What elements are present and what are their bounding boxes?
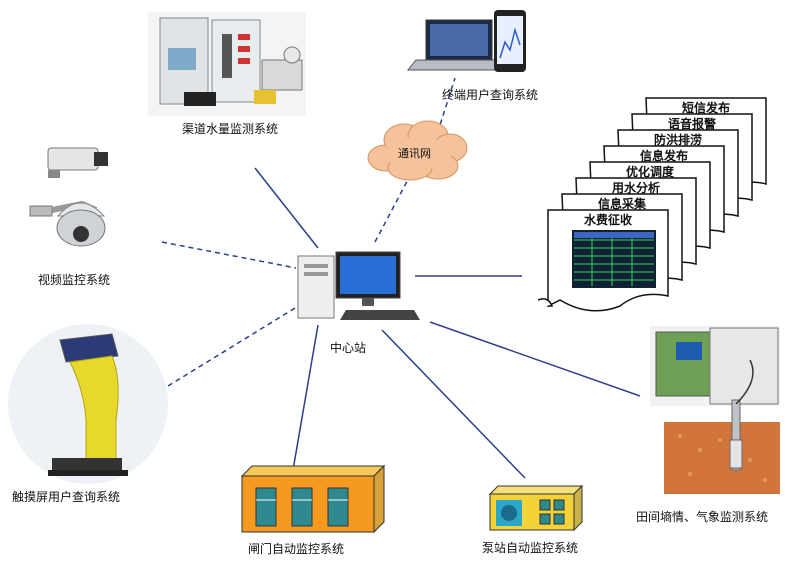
center-label: 中心站 (330, 341, 367, 355)
link-cloud (374, 171, 413, 243)
video-camera-image (29, 147, 108, 247)
module-label: 信息发布 (640, 148, 688, 163)
module-label: 用水分析 (611, 180, 660, 195)
module-label-fee: 水费征收 (584, 212, 632, 227)
cloud-shape (367, 120, 468, 181)
pump-station-image (488, 484, 584, 532)
cloud-label: 通讯网 (398, 147, 431, 160)
laptop-phone-image (406, 10, 526, 72)
channel-monitor-image (148, 12, 306, 116)
pump-label: 泵站自动监控系统 (482, 541, 579, 555)
link-channel (254, 167, 319, 249)
link-gate (292, 324, 319, 471)
module-label: 语音报警 (668, 116, 716, 131)
link-video (161, 241, 297, 269)
gate-label: 闸门自动监控系统 (248, 542, 345, 556)
link-touch (167, 304, 301, 387)
channel-label: 渠道水量监测系统 (182, 122, 279, 136)
link-field (429, 321, 641, 397)
module-label: 优化调度 (626, 164, 675, 179)
module-label: 信息采集 (598, 196, 647, 211)
field-monitor-image (650, 326, 780, 494)
touch-kiosk-image (8, 324, 168, 484)
video-label: 视频监控系统 (38, 273, 111, 287)
link-pump (381, 329, 526, 479)
gate-building-image (240, 464, 386, 534)
terminal-label: 终端用户查询系统 (442, 88, 539, 102)
field-label: 田间墒情、气象监测系统 (636, 510, 769, 524)
module-label: 防洪排涝 (654, 132, 702, 147)
module-label: 短信发布 (682, 100, 730, 115)
center-computer-image (297, 251, 420, 320)
touch-label: 触摸屏用户查询系统 (12, 490, 121, 504)
